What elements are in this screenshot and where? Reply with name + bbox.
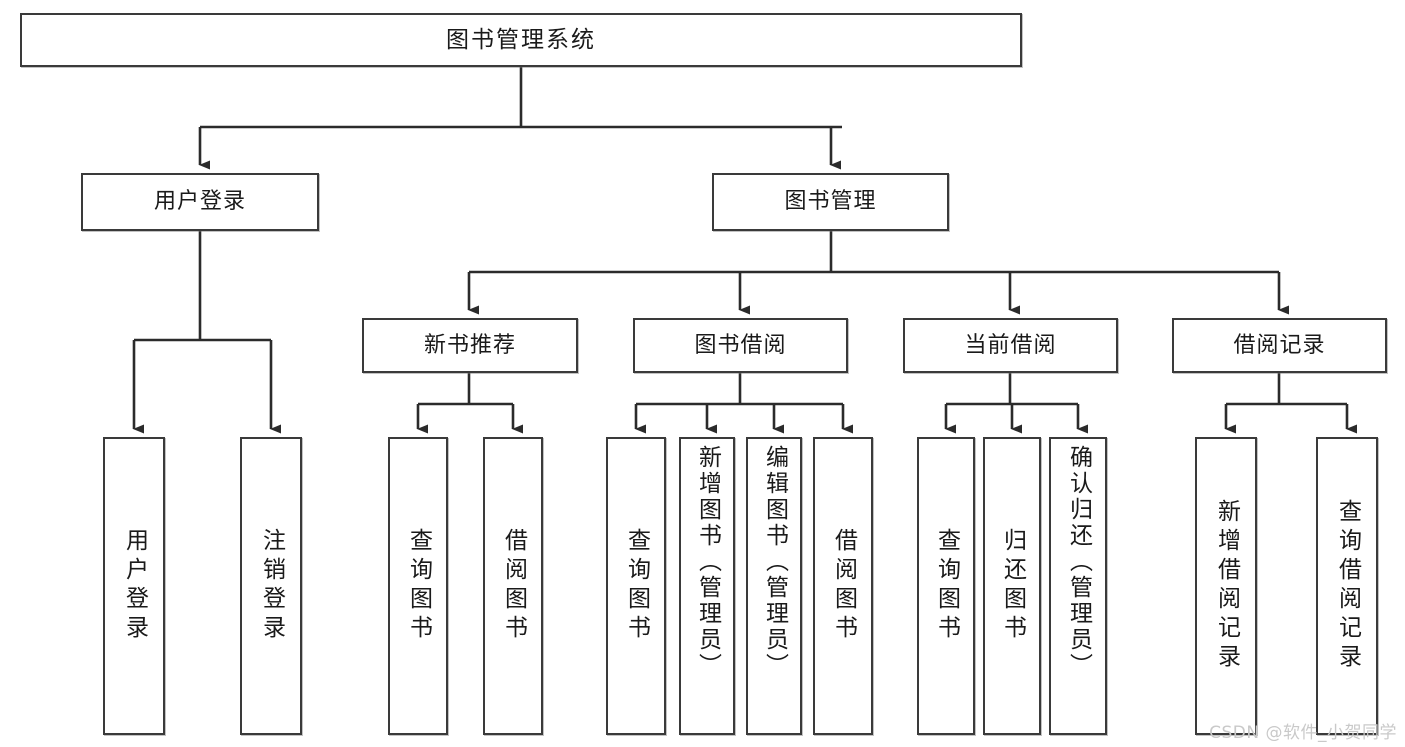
leaf-node-user-login[interactable]: 用户登录 [103, 437, 165, 735]
node-label: 借阅图书 [830, 528, 857, 644]
leaf-node-borrow-book-borrow[interactable]: 借阅图书 [813, 437, 873, 735]
node-label: 用户登录 [153, 189, 246, 215]
node-label: 查询图书 [405, 528, 432, 644]
leaf-node-query-book-current[interactable]: 查询图书 [917, 437, 975, 735]
leaf-node-query-borrow-record[interactable]: 查询借阅记录 [1316, 437, 1378, 735]
leaf-node-borrow-book-recommend[interactable]: 借阅图书 [483, 437, 543, 735]
csdn-watermark: CSDN @软件_小贺同学 [1209, 723, 1397, 743]
node-new-book-recommend[interactable]: 新书推荐 [362, 318, 578, 373]
node-current-borrow[interactable]: 当前借阅 [903, 318, 1118, 373]
node-label: 编辑图书（管理员） [761, 445, 788, 679]
node-label: 新书推荐 [423, 332, 516, 358]
node-user-login[interactable]: 用户登录 [81, 173, 319, 231]
leaf-node-query-book-recommend[interactable]: 查询图书 [388, 437, 448, 735]
node-root-book-management-system[interactable]: 图书管理系统 [20, 13, 1022, 67]
node-label: 图书管理 [784, 189, 877, 215]
node-label: 注销登录 [258, 528, 285, 644]
leaf-node-query-book-borrow[interactable]: 查询图书 [606, 437, 666, 735]
node-book-management[interactable]: 图书管理 [712, 173, 949, 231]
leaf-node-edit-book-admin[interactable]: 编辑图书（管理员） [746, 437, 802, 735]
node-label: 新增图书（管理员） [694, 445, 721, 679]
leaf-node-return-book[interactable]: 归还图书 [983, 437, 1041, 735]
node-label: 当前借阅 [964, 332, 1057, 358]
node-book-borrow[interactable]: 图书借阅 [633, 318, 848, 373]
node-label: 查询图书 [623, 528, 650, 644]
leaf-node-add-book-admin[interactable]: 新增图书（管理员） [679, 437, 735, 735]
node-label: 图书借阅 [694, 332, 787, 358]
node-borrow-record[interactable]: 借阅记录 [1172, 318, 1387, 373]
leaf-node-logout[interactable]: 注销登录 [240, 437, 302, 735]
node-label: 新增借阅记录 [1213, 499, 1240, 673]
node-label: 图书管理系统 [446, 26, 596, 53]
node-label: 确认归还（管理员） [1065, 445, 1092, 679]
node-label: 查询借阅记录 [1334, 499, 1361, 673]
node-label: 归还图书 [999, 528, 1026, 644]
node-label: 借阅记录 [1233, 332, 1326, 358]
leaf-node-confirm-return-admin[interactable]: 确认归还（管理员） [1049, 437, 1107, 735]
node-label: 借阅图书 [500, 528, 527, 644]
node-label: 用户登录 [121, 528, 148, 644]
node-label: 查询图书 [933, 528, 960, 644]
leaf-node-add-borrow-record[interactable]: 新增借阅记录 [1195, 437, 1257, 735]
